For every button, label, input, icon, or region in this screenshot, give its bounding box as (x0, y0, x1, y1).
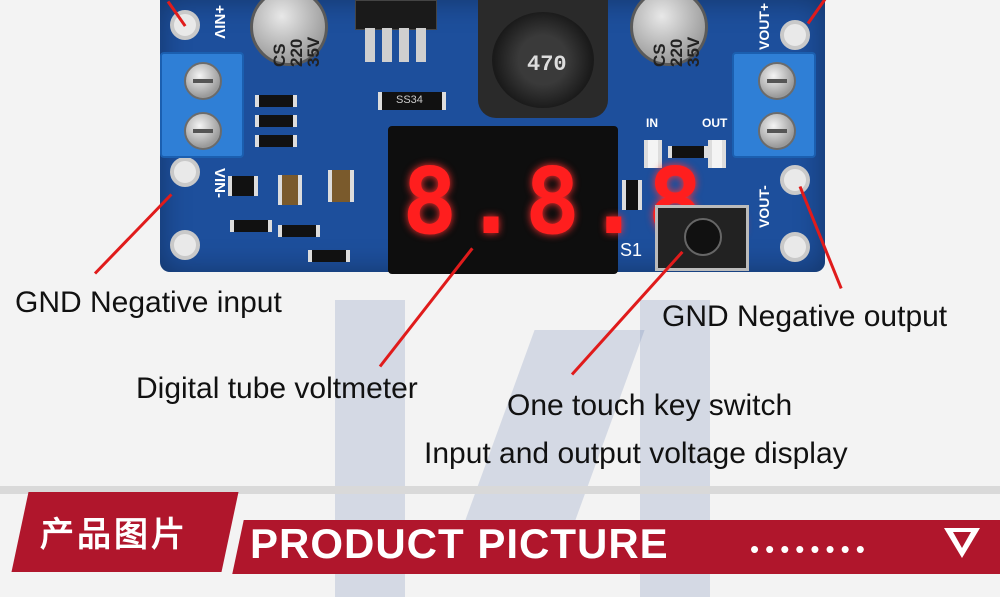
label-gnd-input: GND Negative input (15, 286, 282, 319)
silk-in-plus: +NIV (211, 5, 228, 39)
diode-label: SS34 (396, 94, 423, 106)
mount-hole (780, 165, 810, 195)
capacitor-smd (328, 170, 354, 202)
banner-chinese-title: 产品图片 (40, 515, 188, 555)
mount-hole (170, 10, 200, 40)
screw-icon (758, 112, 796, 150)
screw-icon (184, 62, 222, 100)
resistor (230, 220, 272, 232)
key-switch (655, 205, 749, 271)
mount-hole (170, 157, 200, 187)
transistor (228, 176, 258, 196)
banner-divider (0, 486, 1000, 494)
chip-pin (382, 28, 392, 62)
led-out (708, 140, 726, 168)
regulator-chip (355, 0, 437, 30)
chip-pin (399, 28, 409, 62)
label-key-switch: One touch key switch (507, 389, 793, 422)
banner-dots: •••••••• (750, 534, 871, 564)
mount-hole (170, 230, 200, 260)
capacitor-smd (278, 175, 302, 205)
silk-vin-minus: VIN- (211, 168, 228, 198)
resistor (278, 225, 320, 237)
inductor-label: 470 (527, 52, 567, 77)
silk-in: IN (646, 116, 658, 130)
input-terminal (160, 52, 244, 158)
output-terminal (732, 52, 816, 158)
mount-hole (780, 20, 810, 50)
mount-hole (780, 232, 810, 262)
inductor: 470 (478, 0, 608, 118)
key-switch-knob (684, 218, 722, 256)
label-display-note: Input and output voltage display (424, 437, 848, 470)
capacitor-right: CS 220 35V (630, 0, 708, 67)
resistor (622, 180, 642, 210)
capacitor-label: CS 220 35V (270, 36, 323, 67)
capacitor-label: CS 220 35V (650, 36, 703, 67)
resistor (255, 95, 297, 107)
resistor (308, 250, 350, 262)
chip-pin (365, 28, 375, 62)
triangle-inner (953, 532, 971, 548)
resistor (668, 146, 708, 158)
label-gnd-output: GND Negative output (662, 300, 948, 333)
chip-pin (416, 28, 426, 62)
banner-english-title: PRODUCT PICTURE (250, 520, 669, 567)
screw-icon (184, 112, 222, 150)
silk-out: OUT (702, 116, 728, 130)
screw-icon (758, 62, 796, 100)
resistor (255, 115, 297, 127)
label-voltmeter: Digital tube voltmeter (136, 372, 418, 405)
led-display: 8.8.8. (388, 126, 764, 274)
silk-s1: S1 (620, 240, 643, 260)
diode: SS34 (378, 92, 446, 110)
silk-vout-plus: VOUT+ (756, 2, 772, 50)
inductor-coil: 470 (492, 12, 594, 108)
resistor (255, 135, 297, 147)
capacitor-left: CS 220 35V (250, 0, 328, 67)
led-in (644, 140, 662, 168)
